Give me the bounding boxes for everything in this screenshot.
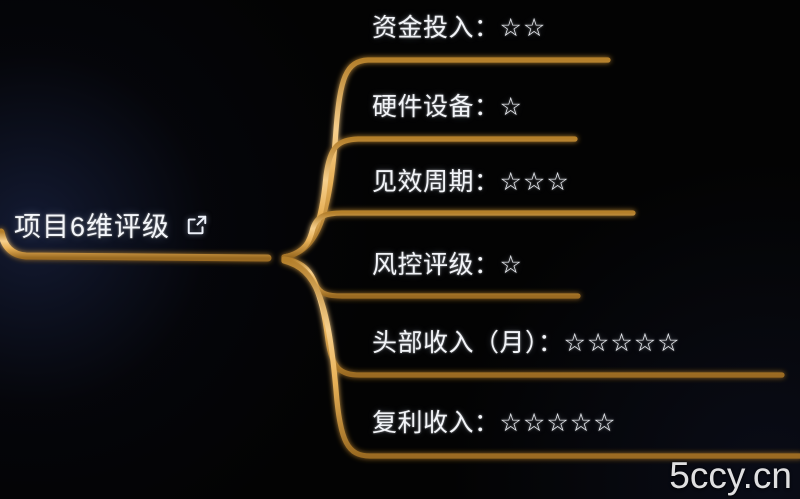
branch-stars-6: ☆☆☆☆☆ xyxy=(499,409,617,437)
branch-label-5: 头部收入（月）： xyxy=(372,329,564,357)
branch-stars-4: ☆ xyxy=(499,251,523,279)
branch-stars-1: ☆☆ xyxy=(499,14,547,42)
watermark: 5ccy.cn xyxy=(669,455,792,496)
branch-node-3[interactable]: 见效周期：☆☆☆ xyxy=(372,162,570,198)
branch-label-2: 硬件设备： xyxy=(372,93,500,121)
root-node-label: 项目6维评级 xyxy=(14,212,171,242)
branch-node-6[interactable]: 复利收入：☆☆☆☆☆ xyxy=(372,403,617,439)
branch-node-4[interactable]: 风控评级：☆ xyxy=(372,245,523,281)
root-node[interactable]: 项目6维评级 xyxy=(14,205,208,244)
branch-label-1: 资金投入： xyxy=(372,14,500,42)
branch-label-4: 风控评级： xyxy=(372,251,500,279)
branch-node-2[interactable]: 硬件设备：☆ xyxy=(372,87,523,123)
branch-stars-5: ☆☆☆☆☆ xyxy=(563,329,681,357)
branch-stars-3: ☆☆☆ xyxy=(499,168,570,196)
branch-label-3: 见效周期： xyxy=(372,168,500,196)
branch-stars-2: ☆ xyxy=(499,93,523,121)
branch-wire-2 xyxy=(281,136,578,260)
external-link-icon[interactable] xyxy=(186,214,208,236)
branch-node-5[interactable]: 头部收入（月）：☆☆☆☆☆ xyxy=(372,323,681,359)
branch-node-1[interactable]: 资金投入：☆☆ xyxy=(372,8,546,44)
branch-label-6: 复利收入： xyxy=(372,409,500,437)
